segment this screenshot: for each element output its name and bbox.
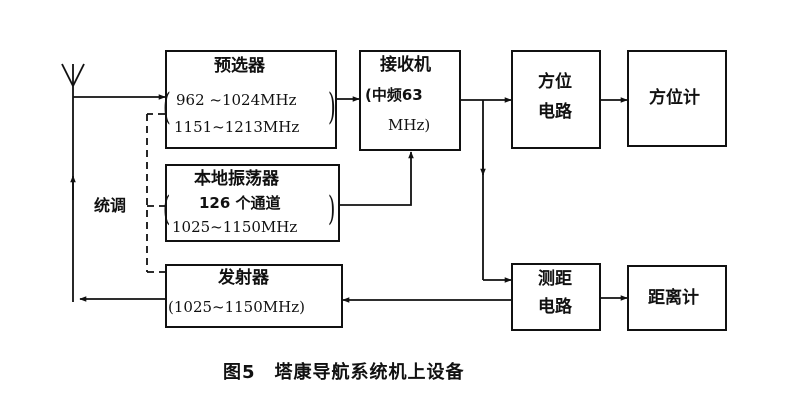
receiver-mhz-line: MHz) — [388, 116, 431, 134]
preselector-range-2: 1151~1213MHz — [174, 118, 300, 136]
preselector-range-1: 962 ~1024MHz — [176, 91, 297, 109]
azimuth-circuit-block — [511, 50, 601, 149]
preselector-block — [165, 50, 337, 149]
transmitter-title: 发射器 — [218, 268, 269, 288]
ranging-circuit-label-1: 测距 — [538, 269, 572, 289]
local-oscillator-paren-right: ) — [328, 189, 336, 229]
antenna-icon — [61, 63, 85, 97]
local-oscillator-range: 1025~1150MHz — [172, 218, 298, 236]
receiver-if-line: (中频63 — [365, 86, 423, 104]
range-meter-block — [627, 265, 727, 331]
preselector-paren-left: ( — [163, 87, 171, 128]
preselector-title: 预选器 — [214, 56, 265, 76]
local-oscillator-title: 本地振荡器 — [194, 169, 279, 189]
local-oscillator-paren-left: ( — [163, 189, 171, 229]
receiver-title: 接收机 — [380, 55, 431, 75]
figure-caption: 图5 塔康导航系统机上设备 — [223, 362, 465, 383]
azimuth-circuit-label-1: 方位 — [538, 72, 572, 92]
ranging-circuit-label-2: 电路 — [538, 297, 572, 317]
local-oscillator-channels: 126 个通道 — [199, 194, 281, 212]
range-meter-label: 距离计 — [648, 288, 699, 308]
receiver-block — [359, 50, 461, 151]
tuning-label: 统调 — [94, 196, 127, 215]
transmitter-range: (1025~1150MHz) — [168, 298, 305, 316]
ranging-circuit-block — [511, 263, 601, 331]
azimuth-meter-label: 方位计 — [649, 88, 700, 108]
transmitter-block — [165, 264, 343, 328]
local-oscillator-block — [165, 164, 340, 242]
azimuth-meter-block — [627, 50, 727, 147]
oscillator-to-receiver-line — [340, 151, 414, 206]
preselector-paren-right: ) — [328, 87, 336, 128]
azimuth-circuit-label-2: 电路 — [538, 102, 572, 122]
